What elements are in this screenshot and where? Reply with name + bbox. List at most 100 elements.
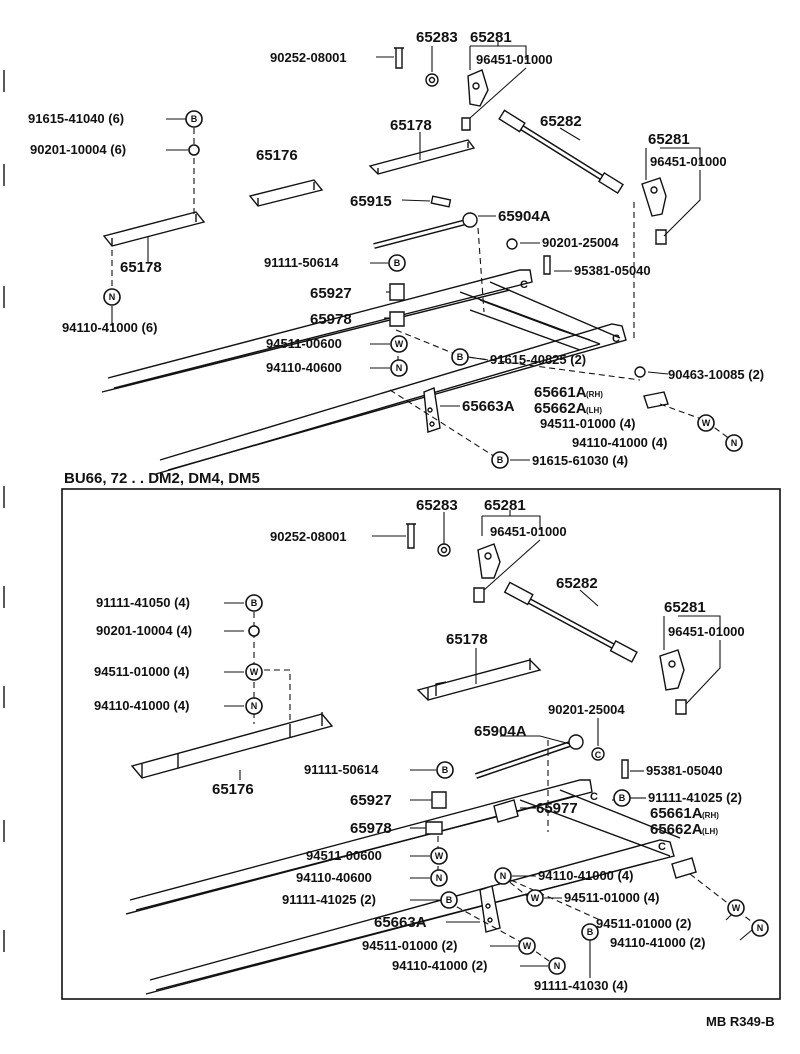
svg-text:N: N <box>396 363 403 373</box>
bolt-symbol: B <box>451 348 469 366</box>
washer-symbol: W <box>526 889 544 907</box>
label-91111-50614: 91111-50614 <box>304 762 379 777</box>
bolt-symbol: B <box>581 923 599 941</box>
nut-symbol: N <box>751 919 769 937</box>
label-65178: 65178 <box>446 631 488 648</box>
bolt-symbol: B <box>436 761 454 779</box>
plate-65978-lower <box>425 821 443 835</box>
nut-symbol: N <box>103 288 121 306</box>
label-65978: 65978 <box>350 820 392 837</box>
svg-text:N: N <box>500 871 507 881</box>
label-94110-41000: 94110-41000 (2) <box>610 935 705 950</box>
washer-symbol <box>188 144 200 156</box>
bracket-65281-top <box>467 69 489 107</box>
svg-text:W: W <box>395 339 404 349</box>
lower-section-frame <box>61 488 781 1000</box>
lower-leaders <box>224 510 753 978</box>
crossmember-65178-lower <box>102 211 206 247</box>
svg-text:W: W <box>250 667 259 677</box>
svg-text:N: N <box>251 701 258 711</box>
nut-symbol: N <box>245 697 263 715</box>
label-94110-40600: 94110-40600 <box>296 870 372 885</box>
label-91111-41025: 91111-41025 (2) <box>282 892 376 907</box>
upper-diagram: C C <box>3 29 764 952</box>
washer-90201-25004 <box>506 238 518 250</box>
label-96451-01000: 96451-01000 <box>476 52 553 67</box>
crossmember-65176-upper <box>248 179 324 207</box>
label-94511-01000: 94511-01000 (4) <box>94 664 189 679</box>
lower-assembly-lines <box>253 612 761 967</box>
bolt-symbol: B <box>613 789 631 807</box>
label-96451-01000: 96451-01000 <box>490 524 567 539</box>
svg-text:C: C <box>595 750 602 760</box>
label-90252-08001: 90252-08001 <box>270 529 347 544</box>
svg-text:W: W <box>702 418 711 428</box>
bracket-65281-right <box>641 177 667 217</box>
label-65178: 65178 <box>120 259 162 276</box>
plate-65978-upper <box>389 311 405 327</box>
crossmember-65178-upper <box>368 139 476 175</box>
label-65661a: 65661A <box>534 384 587 401</box>
bolt-symbol: B <box>245 594 263 612</box>
label-65661a: 65661A <box>650 805 703 822</box>
nut-symbol: N <box>390 359 408 377</box>
clip-90463 <box>634 366 646 378</box>
svg-text:C: C <box>612 333 620 345</box>
label-94110-41000: 94110-41000 (6) <box>62 320 157 335</box>
svg-text:C: C <box>590 791 598 803</box>
label-rh: (RH) <box>702 811 719 820</box>
svg-text:N: N <box>757 923 764 933</box>
grommet-65283-lower <box>437 543 451 557</box>
label-65904a: 65904A <box>498 208 551 225</box>
lower-labels: 65283 65281 90252-08001 96451-01000 9111… <box>94 497 745 993</box>
label-65663a: 65663A <box>374 914 427 931</box>
label-94511-01000: 94511-01000 (4) <box>564 890 659 905</box>
label-65281: 65281 <box>484 497 526 514</box>
label-91615-41040: 91615-41040 (6) <box>28 111 124 126</box>
svg-text:N: N <box>554 961 561 971</box>
nut-symbol: N <box>548 957 566 975</box>
washer-symbol <box>248 625 260 637</box>
svg-text:W: W <box>531 893 540 903</box>
svg-text:B: B <box>394 258 401 268</box>
label-65978: 65978 <box>310 311 352 328</box>
bracket-65977 <box>493 799 519 823</box>
label-96451-01000: 96451-01000 <box>650 154 727 169</box>
block-65927-upper <box>389 283 405 301</box>
label-94110-41000: 94110-41000 (4) <box>94 698 189 713</box>
svg-text:C: C <box>658 841 666 853</box>
svg-text:B: B <box>191 114 198 124</box>
washer-symbol: W <box>697 414 715 432</box>
lower-symbols: B W N B B W N N B W W N B W N <box>245 594 769 975</box>
bolt-symbol: B <box>388 254 406 272</box>
label-94511-00600: 94511-00600 <box>266 336 342 351</box>
svg-text:C: C <box>520 279 528 291</box>
crossmember-65178-lower-box <box>416 659 542 701</box>
nut-symbol: N <box>494 867 512 885</box>
bracket-65661a-lower <box>671 857 697 879</box>
label-91615-61030: 91615-61030 (4) <box>532 453 628 468</box>
label-96451-01000: 96451-01000 <box>668 624 745 639</box>
label-65176: 65176 <box>256 147 298 164</box>
label-90252-08001: 90252-08001 <box>270 50 347 65</box>
upper-symbols: B N B W N B W N B <box>103 110 743 469</box>
svg-text:W: W <box>732 903 741 913</box>
svg-text:B: B <box>442 765 449 775</box>
label-65281: 65281 <box>648 131 690 148</box>
label-94110-41000: 94110-41000 (4) <box>538 868 633 883</box>
label-94110-41000: 94110-41000 (2) <box>392 958 487 973</box>
label-91111-41050: 91111-41050 (4) <box>96 595 190 610</box>
washer-symbol: W <box>430 847 448 865</box>
label-94110-40600: 94110-40600 <box>266 360 342 375</box>
bolt-95381-lower <box>621 759 629 779</box>
upper-labels: 65283 65281 90252-08001 96451-01000 9161… <box>28 29 764 468</box>
washer-symbol: W <box>727 899 745 917</box>
lower-diagram: C C C <box>61 488 781 1000</box>
label-94511-01000: 94511-01000 (2) <box>596 916 691 931</box>
bolt-symbol: B <box>491 451 509 469</box>
label-65977: 65977 <box>536 800 578 817</box>
svg-text:N: N <box>436 873 443 883</box>
label-lh: (LH) <box>586 406 602 415</box>
label-65904a: 65904A <box>474 723 527 740</box>
pin-65915 <box>430 195 452 208</box>
